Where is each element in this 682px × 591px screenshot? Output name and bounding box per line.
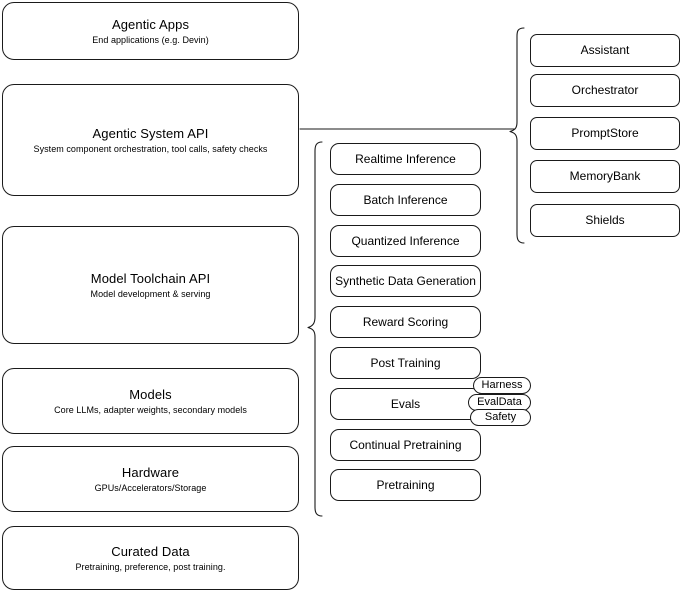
capability-label: Post Training [370,355,441,370]
layer-agentic-apps[interactable]: Agentic Apps End applications (e.g. Devi… [2,2,299,60]
capability-evals[interactable]: Evals [330,388,481,420]
evals-subcomponent-safety[interactable]: Safety [470,409,531,426]
component-label: Shields [585,213,625,227]
capability-label: Reward Scoring [362,314,449,329]
component-memorybank[interactable]: MemoryBank [530,160,680,193]
pill-label: Harness [481,379,523,391]
layer-agentic-system-api[interactable]: Agentic System API System component orch… [2,84,299,196]
capability-label: Continual Pretraining [349,437,462,452]
component-promptstore[interactable]: PromptStore [530,117,680,150]
layer-subtitle: System component orchestration, tool cal… [33,143,268,154]
evals-subcomponent-harness[interactable]: Harness [473,377,531,394]
capability-realtime-inference[interactable]: Realtime Inference [330,143,481,175]
capability-continual-pretraining[interactable]: Continual Pretraining [330,429,481,461]
capability-label: Batch Inference [363,192,448,207]
pill-label: Safety [484,411,517,423]
layer-model-toolchain-api[interactable]: Model Toolchain API Model development & … [2,226,299,344]
component-shields[interactable]: Shields [530,204,680,237]
capability-pretraining[interactable]: Pretraining [330,469,481,501]
layer-title: Agentic Apps [111,16,190,32]
layer-hardware[interactable]: Hardware GPUs/Accelerators/Storage [2,446,299,512]
capability-label: Realtime Inference [355,151,456,166]
layer-subtitle: End applications (e.g. Devin) [92,34,209,45]
component-label: PromptStore [571,126,639,140]
layer-title: Agentic System API [92,125,209,141]
capability-post-training[interactable]: Post Training [330,347,481,379]
layer-title: Curated Data [111,543,190,559]
layer-models[interactable]: Models Core LLMs, adapter weights, secon… [2,368,299,434]
capability-quantized-inference[interactable]: Quantized Inference [330,225,481,257]
capability-reward-scoring[interactable]: Reward Scoring [330,306,481,338]
layer-curated-data[interactable]: Curated Data Pretraining, preference, po… [2,526,299,590]
layer-title: Hardware [121,464,180,480]
component-assistant[interactable]: Assistant [530,34,680,67]
pill-label: EvalData [477,396,522,408]
capability-label: Synthetic Data Generation [335,273,476,288]
layer-subtitle: Model development & serving [90,288,211,299]
capability-synthetic-data-generation[interactable]: Synthetic Data Generation [330,265,481,297]
layer-title: Models [129,386,172,402]
component-label: Assistant [580,43,630,57]
capability-label: Pretraining [376,477,435,492]
layer-title: Model Toolchain API [90,270,211,286]
layer-subtitle: GPUs/Accelerators/Storage [94,482,207,493]
component-label: Orchestrator [571,83,639,97]
component-label: MemoryBank [569,169,641,183]
capability-label: Quantized Inference [351,233,460,248]
component-orchestrator[interactable]: Orchestrator [530,74,680,107]
layer-subtitle: Pretraining, preference, post training. [75,561,226,572]
layer-subtitle: Core LLMs, adapter weights, secondary mo… [54,404,247,415]
capability-batch-inference[interactable]: Batch Inference [330,184,481,216]
capability-label: Evals [390,396,421,411]
